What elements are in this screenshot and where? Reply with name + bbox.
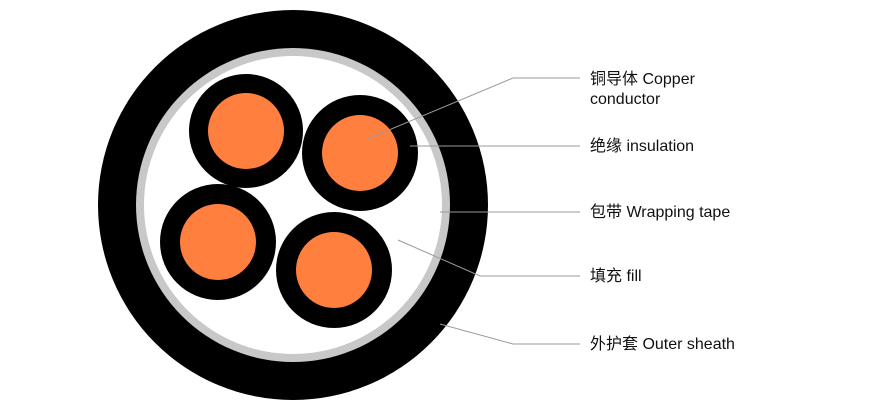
- label-copper-conductor-line1: 铜导体 Copper: [590, 71, 695, 88]
- label-insulation: 绝缘 insulation: [590, 138, 695, 155]
- leader-line-copper-conductor: [364, 77, 580, 141]
- leader-line-fill: [397, 239, 580, 277]
- label-fill: 填充 fill: [590, 268, 642, 285]
- core-4-conductor: [296, 232, 372, 308]
- core-1-conductor: [208, 93, 284, 169]
- core-2-conductor: [322, 115, 398, 191]
- label-copper-conductor-line2: conductor: [590, 91, 661, 108]
- label-outer-sheath: 外护套 Outer sheath: [590, 336, 735, 353]
- leader-line-outer-sheath: [439, 323, 580, 345]
- core-3-conductor: [180, 204, 256, 280]
- label-copper-conductor: 铜导体 Copper conductor: [590, 70, 695, 110]
- label-wrapping-tape: 包带 Wrapping tape: [590, 204, 731, 221]
